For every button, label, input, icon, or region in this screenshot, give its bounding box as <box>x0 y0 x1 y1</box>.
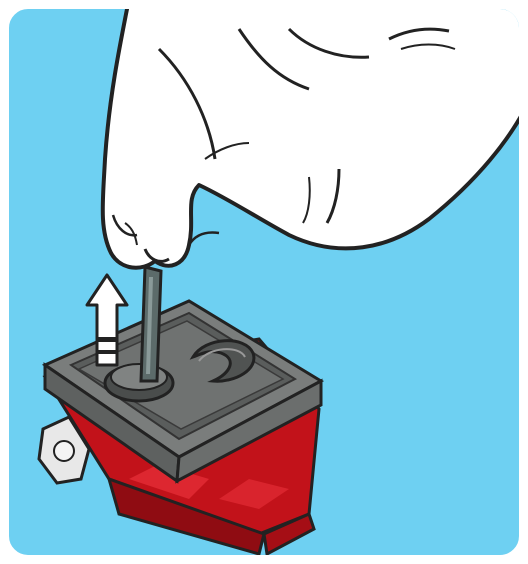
hand-icon <box>103 9 522 268</box>
instruction-panel <box>6 6 522 558</box>
instruction-illustration <box>9 9 522 558</box>
battery-box-icon <box>39 301 321 554</box>
tool-lever-icon <box>141 267 161 381</box>
